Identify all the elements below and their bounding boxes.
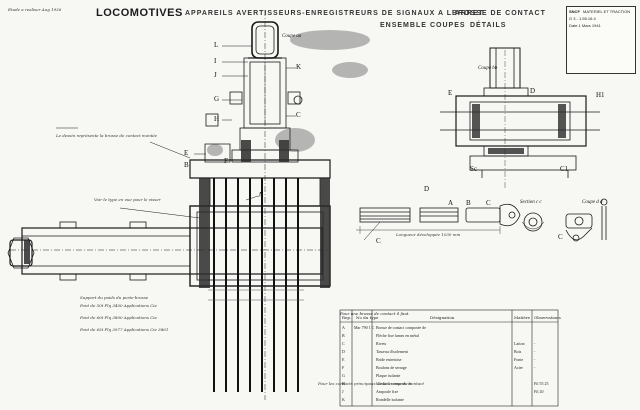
parts-row-desc: Brosse de contact composée de <box>376 325 426 330</box>
bottom-note: Pour les contacts principaux de la bross… <box>318 381 424 386</box>
note-3: Support du poids du porte-brosse <box>80 295 149 300</box>
parts-row-desc: Tasseau d'isolement <box>376 349 408 354</box>
label-bb-E: E <box>448 89 453 97</box>
label-bb-C1: C1 <box>560 165 569 173</box>
label-E: E <box>184 149 189 157</box>
title-block-drawing-no: G 3 - 1.55.16.4 <box>569 16 596 21</box>
note-2: Voir le type en vue pour le visser <box>94 197 161 202</box>
parts-row-ref: B <box>342 333 345 338</box>
parts-col-desc: Désignation <box>430 315 455 320</box>
parts-row-obs: - <box>534 349 536 354</box>
label-C: C <box>296 111 301 119</box>
parts-row-ref: G <box>342 373 345 378</box>
header-left-note: Etude a realiser Aug 1936 <box>8 7 62 12</box>
title-block-company: SNCF <box>569 9 580 14</box>
label-bb-H1: H1 <box>596 91 605 99</box>
parts-row-ref: A <box>342 325 345 330</box>
subtitle-ensemble: ENSEMBLE <box>380 22 427 29</box>
parts-row-desc: Ampoule fixe <box>376 389 399 394</box>
parts-row-desc: Bride entretoise <box>376 357 402 362</box>
parts-row-ref: F <box>342 365 345 370</box>
view-title-section-cc: Section c c <box>520 200 542 205</box>
label-dd-C: C <box>558 233 563 241</box>
parts-row-obs: - <box>534 341 536 346</box>
parts-col-mat: Matière <box>514 315 531 320</box>
parts-row-ref: J <box>342 389 344 394</box>
label-H: H <box>214 115 220 123</box>
view-title-coupe-aa: Coupe aa <box>282 34 302 39</box>
label-d-A: A <box>448 199 454 207</box>
drawing-title-3: BROSSE DE CONTACT <box>452 10 546 17</box>
support-ref-2: Pont de 60t Plq 3800 Applications Cie <box>80 315 157 320</box>
view-title-coupe-dd: Coupe d d <box>582 200 603 205</box>
parts-row-mat: Laiton <box>514 341 525 346</box>
parts-row-mat: Bois <box>514 349 522 354</box>
note-1: Le dessin représente la brosse de contac… <box>56 133 158 138</box>
parts-row-desc: Flèche fixe lames en métal <box>376 333 419 338</box>
parts-row-ref: H <box>342 381 345 386</box>
parts-row-obs: - <box>534 357 536 362</box>
parts-row-ref: D <box>342 349 345 354</box>
view-title-coupe-bb: Coupe bb <box>478 66 498 71</box>
parts-row-desc: Plaque isolante <box>376 373 401 378</box>
view-title-d: D <box>424 185 430 193</box>
parts-row-obs: Fil 20 <box>534 389 544 394</box>
drawing-title: LOCOMOTIVES <box>96 7 183 19</box>
parts-row-ref: E <box>342 357 345 362</box>
label-J: J <box>214 71 217 79</box>
parts-table-header: Pour une brosse de contact il faut <box>340 311 409 316</box>
support-ref-3: Pont de 65t Plq 3977 Applications Cie 38… <box>80 327 169 332</box>
title-block-sheet: Date 1 Mars 1941 <box>569 23 601 28</box>
label-A: A <box>258 191 264 199</box>
parts-row-ref: K <box>342 397 345 402</box>
label-bb-D: D <box>530 87 536 95</box>
parts-row-mat: Fonte <box>514 357 524 362</box>
drawing-title-2: APPAREILS AVERTISSEURS-ENREGISTREURS DE … <box>185 10 484 17</box>
parts-row-desc: Rondelle isolante <box>376 397 404 402</box>
label-L: L <box>214 41 219 49</box>
subtitle-details: DÉTAILS <box>470 22 507 29</box>
parts-row-mat: Acier <box>514 365 523 370</box>
parts-col-obs: Observations <box>534 315 561 320</box>
parts-row-desc: Contacts composés de <box>376 381 412 386</box>
label-G: G <box>214 95 220 103</box>
label-d-B: B <box>466 199 471 207</box>
support-ref-1: Pont de 50t Plq 3400 Applications Cie <box>80 303 157 308</box>
dimension-label: Longueur développée 1030 mm <box>396 232 461 237</box>
label-B: B <box>184 161 189 169</box>
label-F: F <box>224 157 228 165</box>
parts-row-ref: C <box>342 341 345 346</box>
parts-row-no: Mar 790 1 C <box>354 325 375 330</box>
label-d-C: C <box>486 199 491 207</box>
label-d-C-lower: C <box>376 237 381 245</box>
parts-row-obs: - <box>534 365 536 370</box>
parts-row-desc: Boulons de serrage <box>376 365 407 370</box>
title-block-dept: MATERIEL ET TRACTION <box>583 9 631 14</box>
label-bb-Sc: Sc <box>470 165 477 173</box>
label-I: I <box>214 57 217 65</box>
subtitle-coupes: COUPES <box>430 22 466 29</box>
parts-col-no: No du type <box>356 315 379 320</box>
parts-row-obs: Fil 55 25 <box>534 381 549 386</box>
title-block: SNCF MATERIEL ET TRACTION G 3 - 1.55.16.… <box>566 6 636 74</box>
parts-row-desc: Rivets <box>376 341 387 346</box>
label-K: K <box>296 63 302 71</box>
parts-col-ref: Rep. <box>342 315 352 320</box>
